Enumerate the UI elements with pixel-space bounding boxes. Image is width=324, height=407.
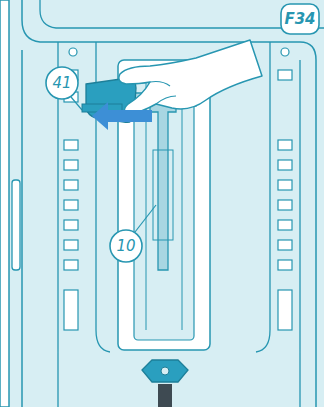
leader-line (135, 205, 156, 232)
outline (46, 67, 78, 99)
strap (158, 384, 172, 407)
callout-number: 41 (52, 76, 71, 91)
direction-arrow (92, 102, 152, 130)
callout-circle: 41 (45, 66, 79, 100)
outline (281, 4, 319, 34)
outline (110, 230, 142, 262)
finger-lines (150, 82, 176, 105)
shell-outline (22, 0, 316, 407)
callout-circle: 10 (109, 229, 143, 263)
frame-edge (0, 0, 9, 407)
buckle-hole (161, 367, 169, 375)
figure-number: F34 (284, 12, 315, 27)
buckle-connector (142, 360, 188, 382)
hand (119, 40, 262, 114)
callout-number: 10 (116, 239, 135, 254)
slots-left (64, 70, 78, 330)
figure-label-box: F34 (280, 3, 320, 35)
slots-right (278, 70, 292, 330)
side-pad (12, 180, 20, 270)
shell-inner-right (256, 42, 300, 407)
adjuster-slot (153, 150, 173, 240)
screw (281, 48, 289, 56)
shell-left (21, 50, 23, 407)
leader-line (71, 97, 82, 110)
screw (69, 48, 77, 56)
